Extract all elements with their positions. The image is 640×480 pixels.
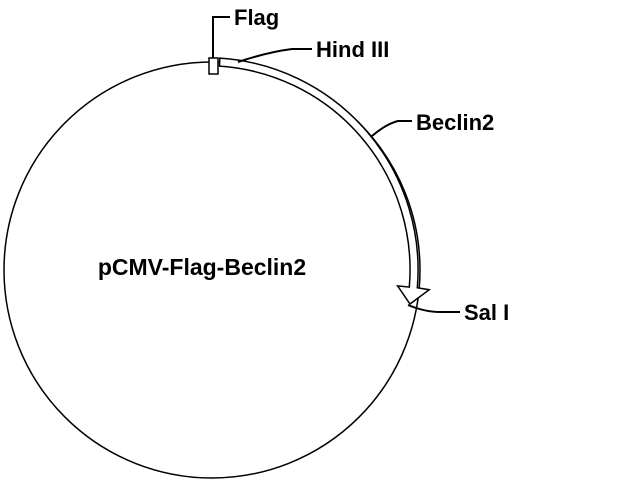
- flag-leader-line: [212, 16, 230, 58]
- hind3-leader-line: [237, 48, 312, 63]
- beclin2-label: Beclin2: [416, 110, 494, 135]
- hind3-label: Hind III: [316, 37, 389, 62]
- beclin2-leader-line: [371, 120, 412, 137]
- flag-label: Flag: [234, 5, 279, 30]
- sal1-leader-line: [407, 304, 460, 313]
- sal1-label: Sal I: [464, 300, 509, 325]
- plasmid-name-label: pCMV-Flag-Beclin2: [98, 254, 306, 280]
- beclin2-insert-arrow: [218, 57, 432, 306]
- flag-tag-box: [208, 57, 219, 75]
